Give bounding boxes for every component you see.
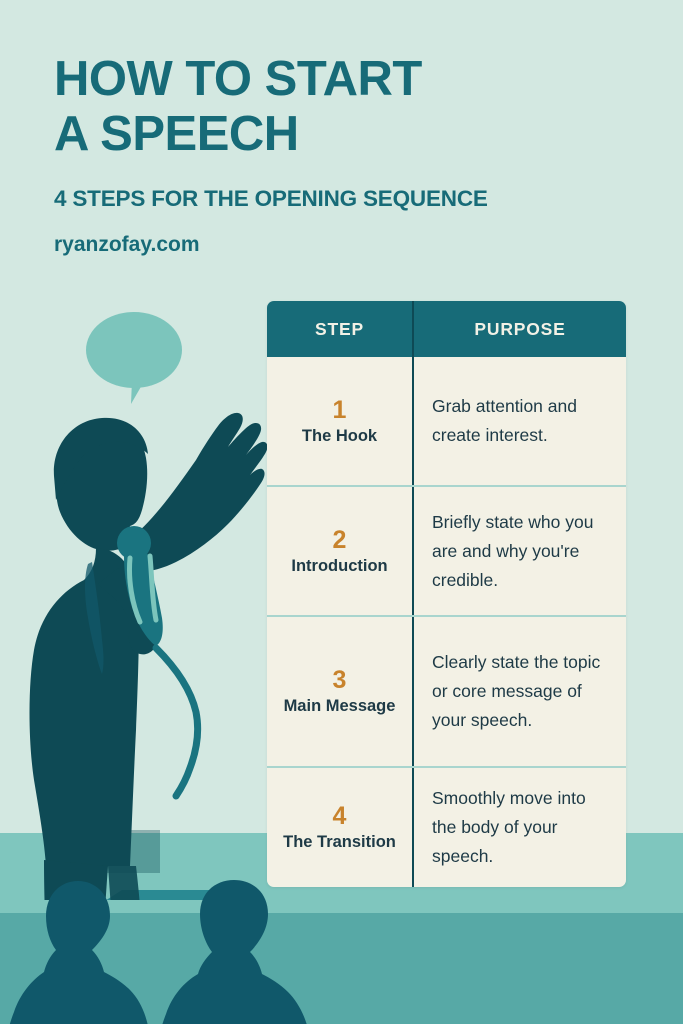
website-url: ryanzofay.com (54, 233, 200, 256)
table-header-purpose: PURPOSE (412, 301, 626, 357)
steps-table: STEP PURPOSE 1 The Hook Grab attention a… (267, 301, 626, 887)
step-name: Introduction (291, 556, 388, 575)
microphone-icon (117, 526, 202, 800)
step-name: The Hook (301, 426, 378, 445)
purpose-cell: Briefly state who you are and why you're… (412, 487, 626, 615)
purpose-cell: Smoothly move into the body of your spee… (412, 768, 626, 887)
table-row: 1 The Hook Grab attention and create int… (267, 357, 626, 485)
step-cell: 2 Introduction (267, 487, 412, 615)
step-cell: 1 The Hook (267, 357, 412, 485)
step-cell: 4 The Transition (267, 768, 412, 887)
page-subtitle: 4 STEPS FOR THE OPENING SEQUENCE (54, 186, 488, 211)
headline-block: HOW TO START A SPEECH 4 STEPS FOR THE OP… (54, 52, 654, 257)
speaker-illustration (29, 312, 268, 900)
audience-person-left-icon (9, 881, 148, 1024)
speaker-figure-icon (29, 412, 268, 900)
step-name: Main Message (283, 697, 396, 715)
table-body: 1 The Hook Grab attention and create int… (267, 357, 626, 887)
page-title: HOW TO START A SPEECH (54, 52, 422, 161)
table-row: 3 Main Message Clearly state the topic o… (267, 615, 626, 766)
table-header-step: STEP (315, 318, 364, 339)
step-name: The Transition (283, 833, 396, 851)
step-cell: 3 Main Message (267, 617, 412, 766)
audience-illustration (9, 880, 307, 1024)
step-number: 3 (332, 666, 347, 694)
audience-person-right-icon (162, 880, 307, 1024)
step-number: 1 (332, 395, 347, 424)
purpose-cell: Clearly state the topic or core message … (412, 617, 626, 766)
table-header-row: STEP PURPOSE (267, 301, 626, 357)
step-number: 2 (332, 525, 347, 554)
speech-bubble-icon (86, 312, 182, 404)
table-row: 2 Introduction Briefly state who you are… (267, 485, 626, 615)
purpose-cell: Grab attention and create interest. (412, 357, 626, 485)
step-number: 4 (332, 802, 347, 830)
table-row: 4 The Transition Smoothly move into the … (267, 766, 626, 887)
